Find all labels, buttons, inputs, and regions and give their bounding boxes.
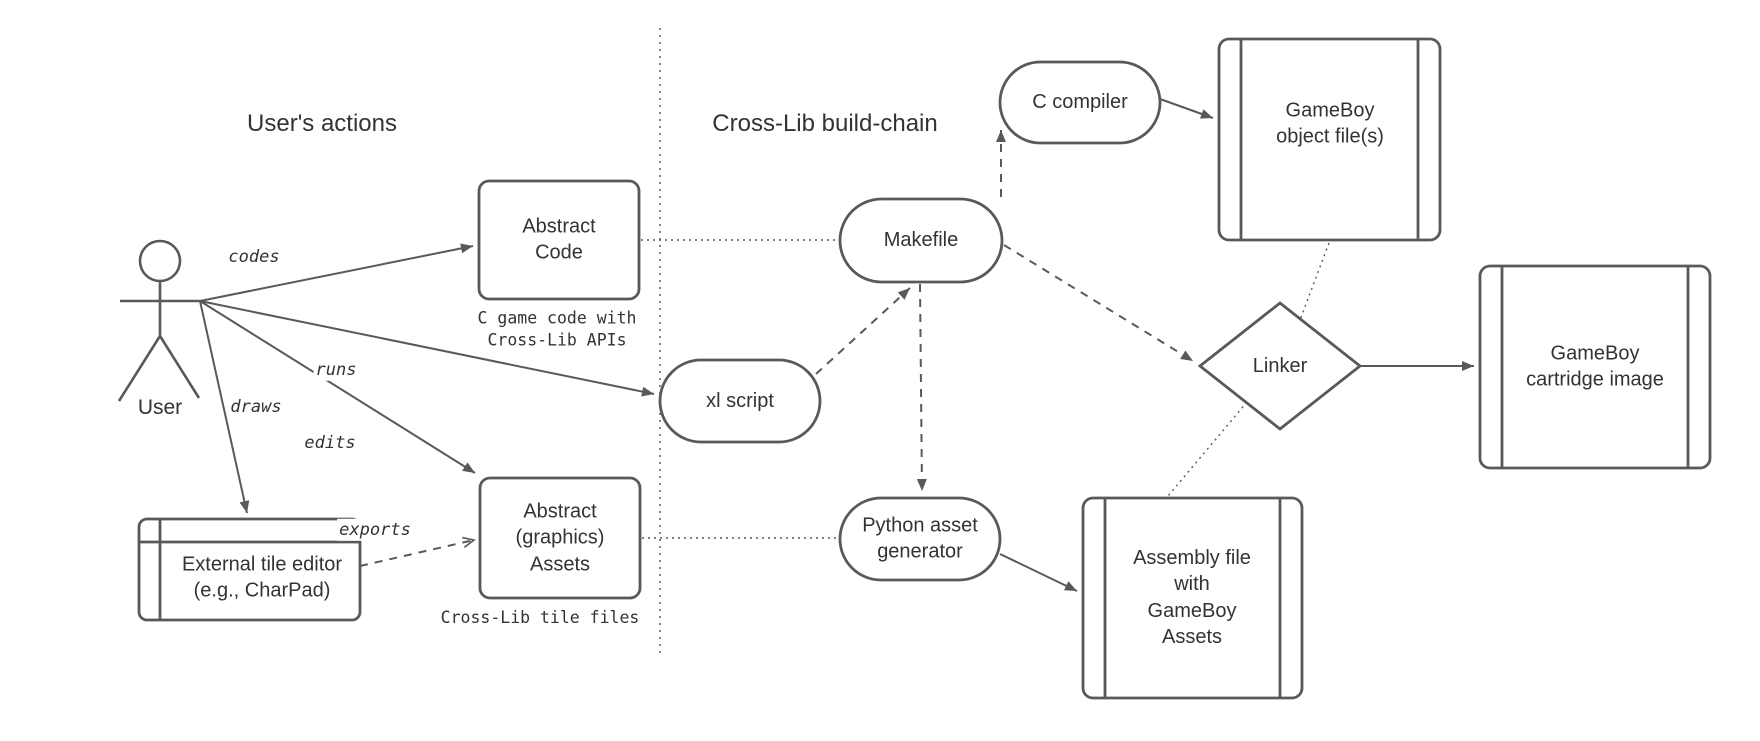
user-actor-figure: [117, 239, 201, 402]
abstract-code-label: Abstract Code: [522, 215, 596, 264]
draws-edge-label: draws: [228, 395, 284, 419]
abstract-code-caption: C game code with Cross-Lib APIs: [477, 308, 637, 350]
draws-arrow: [199, 300, 250, 514]
edits-arrow: [199, 300, 476, 474]
assembly-file-label: Assembly file with GameBoy Assets: [1133, 547, 1251, 649]
object-files-label: GameBoy object file(s): [1276, 99, 1384, 148]
exports-dashed-arrow: [359, 536, 476, 567]
actor-left-leg: [117, 335, 162, 402]
object-linker-dotted-link: [1299, 242, 1330, 321]
linker-label: Linker: [1252, 354, 1308, 377]
c-compiler-label: C compiler: [1032, 90, 1128, 113]
makefile-to-linker-dashed-arrow: [1003, 244, 1194, 362]
generator-to-assembly-arrow: [999, 553, 1078, 592]
abstract-code-node: [477, 179, 641, 301]
exports-edge-label: exports: [337, 518, 413, 542]
left-section-title: User's actions: [247, 110, 397, 138]
edits-edge-label: edits: [302, 431, 358, 455]
user-actor-label: User: [137, 396, 183, 420]
right-section-title: Cross-Lib build-chain: [712, 110, 938, 138]
object-files-node: [1217, 37, 1442, 242]
python-generator-node: [838, 496, 1002, 582]
abstract-assets-caption: Cross-Lib tile files: [440, 607, 640, 627]
compiler-to-object-arrow: [1159, 98, 1214, 119]
xlscript-to-makefile-dashed-arrow: [815, 287, 911, 375]
makefile-label: Makefile: [883, 228, 959, 251]
cartridge-label: GameBoy cartridge image: [1526, 342, 1664, 391]
abstract-assets-node: [478, 476, 642, 600]
makefile-to-generator-dashed-arrow: [916, 283, 927, 492]
xl-script-node: [658, 358, 822, 444]
codes-edge-label: codes: [226, 245, 282, 269]
makefile-node: [838, 197, 1004, 284]
python-generator-label: Python asset generator: [862, 514, 978, 563]
abstract-assets-label: Abstract (graphics) Assets: [515, 500, 605, 576]
tile-editor-node: [137, 517, 362, 622]
runs-edge-label: runs: [313, 358, 359, 382]
xl-script-label: xl script: [706, 389, 774, 412]
actor-head: [138, 239, 182, 283]
assembly-file-node: [1081, 496, 1304, 700]
linker-node: [1197, 301, 1363, 431]
cartridge-node: [1478, 264, 1712, 470]
codes-arrow: [199, 243, 474, 302]
actor-right-leg: [158, 335, 201, 399]
c-compiler-node: [998, 60, 1162, 145]
linker-assembly-dotted-link: [1167, 401, 1248, 497]
tile-editor-label: External tile editor (e.g., CharPad): [181, 553, 343, 602]
runs-arrow: [199, 300, 655, 397]
